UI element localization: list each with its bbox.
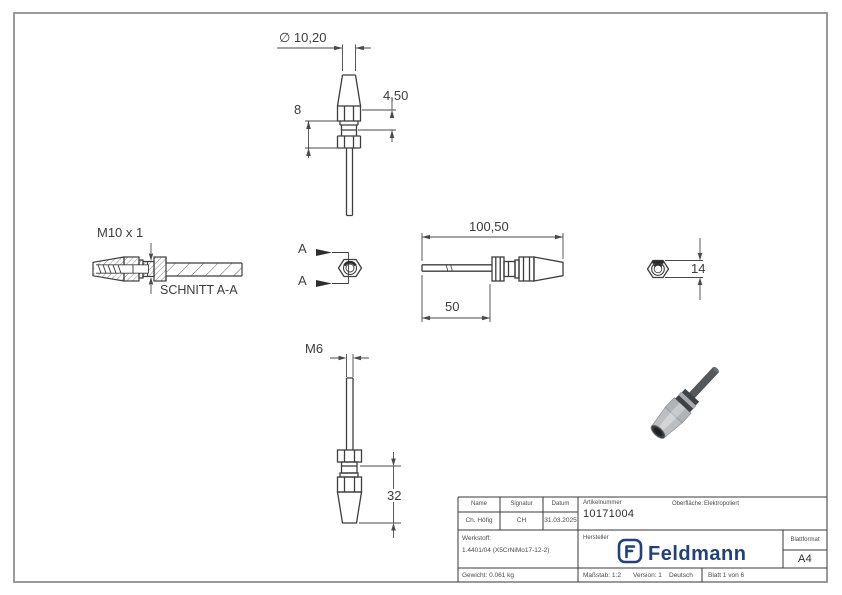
tb-date-value: 31.03.2025 — [544, 517, 577, 525]
tb-name-value: Ch. Höfig — [465, 517, 493, 525]
end-view-dimension — [665, 238, 703, 300]
tb-article-number: 10171004 — [583, 508, 635, 520]
tb-material-label: Werkstoff: — [462, 535, 492, 542]
section-view — [92, 243, 243, 294]
thread-m10-label: M10 x 1 — [97, 225, 144, 240]
dim-rod-length-label: 50 — [445, 299, 460, 314]
end-view — [646, 259, 670, 279]
thread-m6-label: M6 — [305, 341, 324, 356]
sheet-border — [13, 12, 828, 583]
tb-article-label: Artikelnummer — [583, 500, 622, 506]
dim-total-length-label: 100,50 — [469, 219, 509, 234]
tb-signature-label: Signatur — [510, 501, 533, 508]
dim-8-label: 8 — [294, 102, 302, 117]
dim-diameter-label: ∅ 10,20 — [279, 30, 327, 45]
tb-material-value: 1.4401/04 (X5CrNiMo17-12-2) — [462, 547, 550, 554]
cut-mark-a-top: A — [298, 241, 307, 256]
side-view — [421, 256, 564, 282]
feldmann-logo-icon — [617, 538, 643, 564]
cut-plane-indicator — [316, 249, 363, 287]
tb-format-label: Blattformat — [790, 536, 820, 543]
tb-signature-value: CH — [516, 517, 527, 525]
dim-32-label: 32 — [385, 488, 404, 503]
stud-view-dimensions — [330, 354, 401, 538]
tb-format-value: A4 — [797, 552, 813, 565]
tb-language: Deutsch — [669, 572, 693, 579]
tb-weight: Gewicht: 0.061 kg — [462, 572, 515, 579]
stud-view — [336, 377, 363, 524]
tb-name-label: Name — [470, 501, 487, 508]
tb-date-label: Datum — [551, 501, 570, 508]
dim-450-label: 4,50 — [383, 88, 409, 103]
tb-surface-value: Elektropoliert — [704, 501, 740, 507]
title-block-grid — [457, 496, 827, 582]
tb-sheet-number: Blatt 1 von 6 — [708, 572, 745, 579]
front-view-dimensions — [277, 44, 396, 158]
cut-mark-a-bottom: A — [298, 273, 307, 288]
brand-wordmark: Feldmann — [648, 543, 747, 565]
tb-scale: Maßstab: 1:2 — [583, 572, 621, 579]
render-3d — [650, 366, 720, 439]
section-caption: SCHNITT A-A — [160, 283, 238, 297]
tb-version: Version: 1 — [633, 572, 662, 579]
tb-manufacturer-label: Hersteller — [583, 535, 609, 541]
dim-14-label: 14 — [689, 261, 708, 276]
front-view — [336, 74, 362, 217]
side-view-dimensions — [421, 233, 564, 322]
tb-surface-label: Oberfläche: — [672, 501, 704, 507]
